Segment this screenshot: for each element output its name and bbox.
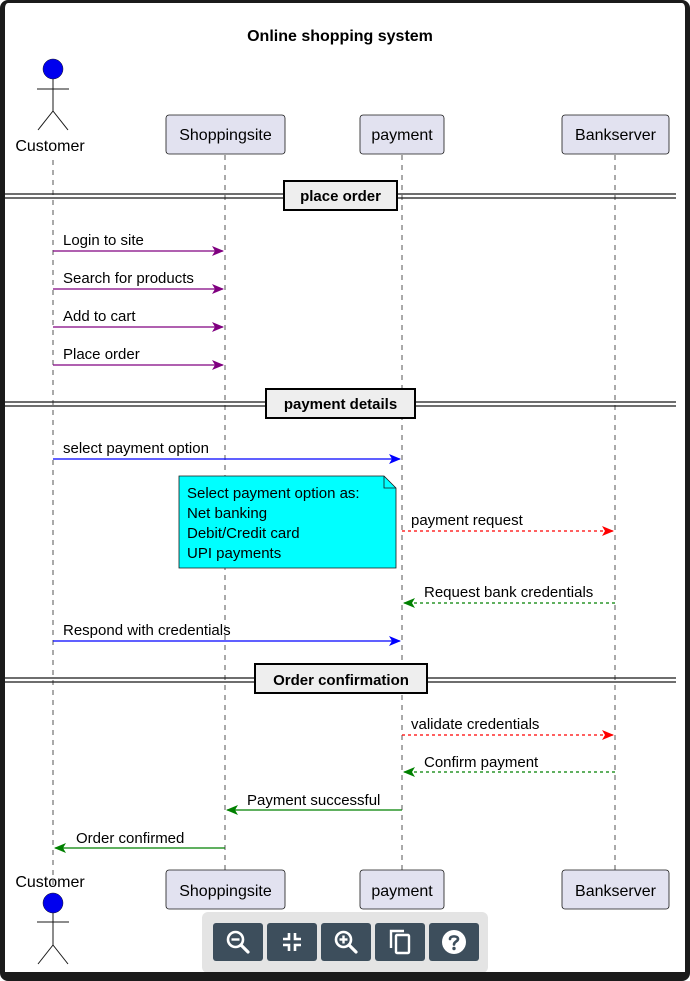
section-divider-payment-details: payment details bbox=[5, 388, 676, 419]
participant-bankserver-top[interactable]: Bankserver bbox=[561, 114, 670, 155]
zoom-in-icon bbox=[334, 930, 358, 954]
diagram-title: Online shopping system bbox=[247, 28, 433, 45]
actor-head bbox=[42, 58, 64, 80]
message-place-order: Place order bbox=[53, 346, 224, 370]
zoom-in-button[interactable] bbox=[321, 923, 371, 961]
copy-icon bbox=[389, 929, 411, 955]
participant-bankserver-bottom[interactable]: Bankserver bbox=[561, 869, 670, 910]
note-line: Select payment option as: bbox=[187, 485, 360, 502]
actor-label: Customer bbox=[15, 138, 85, 155]
help-icon bbox=[442, 930, 466, 954]
zoom-toolbar bbox=[202, 912, 488, 973]
collapse-icon bbox=[283, 933, 301, 951]
message-label: Login to site bbox=[63, 232, 144, 249]
note-line: UPI payments bbox=[187, 545, 281, 562]
note-payment-options: Select payment option as: Net banking De… bbox=[178, 475, 397, 569]
message-label: Payment successful bbox=[247, 792, 380, 809]
message-label: Add to cart bbox=[63, 308, 136, 325]
participant-label: payment bbox=[371, 883, 433, 900]
actor-customer-bottom[interactable]: Customer bbox=[15, 874, 85, 965]
participant-label: Shoppingsite bbox=[179, 883, 272, 900]
lifelines bbox=[52, 155, 616, 888]
message-label: Place order bbox=[63, 346, 140, 363]
message-search: Search for products bbox=[53, 270, 224, 294]
message-respond-credentials: Respond with credentials bbox=[53, 622, 401, 646]
note-line: Net banking bbox=[187, 505, 267, 522]
participant-label: Shoppingsite bbox=[179, 127, 272, 144]
section-label: Order confirmation bbox=[273, 672, 409, 689]
message-validate-credentials: validate credentials bbox=[402, 716, 614, 740]
message-label: Order confirmed bbox=[76, 830, 184, 847]
message-request-credentials: Request bank credentials bbox=[403, 584, 615, 608]
message-payment-request: payment request bbox=[402, 512, 614, 536]
zoom-out-button[interactable] bbox=[213, 923, 263, 961]
actor-customer-top[interactable]: Customer bbox=[15, 58, 85, 155]
help-button[interactable] bbox=[429, 923, 479, 961]
message-label: select payment option bbox=[63, 440, 209, 457]
message-label: Confirm payment bbox=[424, 754, 539, 771]
participant-shoppingsite-bottom[interactable]: Shoppingsite bbox=[165, 869, 286, 910]
message-payment-successful: Payment successful bbox=[226, 792, 402, 815]
message-add-to-cart: Add to cart bbox=[53, 308, 224, 332]
participant-payment-bottom[interactable]: payment bbox=[359, 869, 445, 910]
participant-payment-top[interactable]: payment bbox=[359, 114, 445, 155]
message-select-payment: select payment option bbox=[53, 440, 401, 464]
actor-head bbox=[42, 892, 64, 914]
participant-shoppingsite-top[interactable]: Shoppingsite bbox=[165, 114, 286, 155]
zoom-out-icon bbox=[226, 930, 250, 954]
message-label: validate credentials bbox=[411, 716, 539, 733]
copy-button[interactable] bbox=[375, 923, 425, 961]
section-divider-order-confirmation: Order confirmation bbox=[5, 663, 676, 694]
message-order-confirmed: Order confirmed bbox=[54, 830, 225, 853]
message-label: Request bank credentials bbox=[424, 584, 593, 601]
reset-zoom-button[interactable] bbox=[267, 923, 317, 961]
actor-label: Customer bbox=[15, 874, 85, 891]
section-label: payment details bbox=[284, 396, 397, 413]
message-label: Respond with credentials bbox=[63, 622, 231, 639]
participant-label: Bankserver bbox=[575, 127, 657, 144]
message-login: Login to site bbox=[53, 232, 224, 256]
message-label: Search for products bbox=[63, 270, 194, 287]
participant-label: payment bbox=[371, 127, 433, 144]
participant-label: Bankserver bbox=[575, 883, 657, 900]
message-confirm-payment: Confirm payment bbox=[403, 754, 615, 777]
section-label: place order bbox=[300, 188, 381, 205]
note-line: Debit/Credit card bbox=[187, 525, 300, 542]
section-divider-place-order: place order bbox=[5, 180, 676, 211]
message-label: payment request bbox=[411, 512, 524, 529]
